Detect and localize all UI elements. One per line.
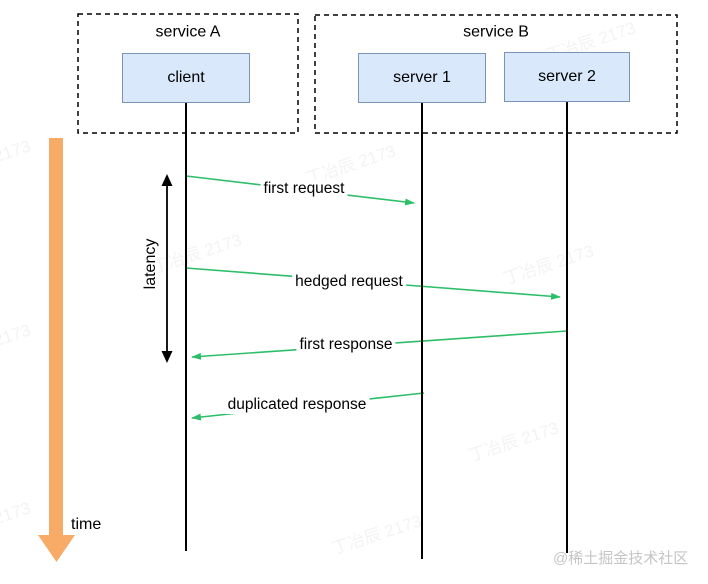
latency-label: latency <box>142 238 159 290</box>
latency-arrowhead-down-icon <box>161 351 173 363</box>
server2-node-label: server 2 <box>538 68 596 85</box>
client-node: client <box>122 53 250 103</box>
service-b-title: service B <box>463 23 529 41</box>
time-arrowhead-icon <box>38 535 75 562</box>
service-a-frame <box>77 13 299 134</box>
first-request-label: first request <box>260 180 348 198</box>
latency-arrowhead-up-icon <box>161 174 173 186</box>
time-label: time <box>71 516 102 533</box>
server1-node: server 1 <box>358 53 486 103</box>
first-response-label: first response <box>296 336 396 354</box>
service-b-frame <box>314 14 678 134</box>
duplicated-response-label: duplicated response <box>224 396 370 414</box>
credit-watermark: @稀土掘金技术社区 <box>553 550 689 567</box>
server2-node: server 2 <box>504 52 630 102</box>
hedged-request-label: hedged request <box>292 273 406 291</box>
service-a-title: service A <box>155 23 221 41</box>
time-arrow-shaft <box>49 138 63 537</box>
client-node-label: client <box>167 69 205 86</box>
server1-node-label: server 1 <box>393 69 451 86</box>
